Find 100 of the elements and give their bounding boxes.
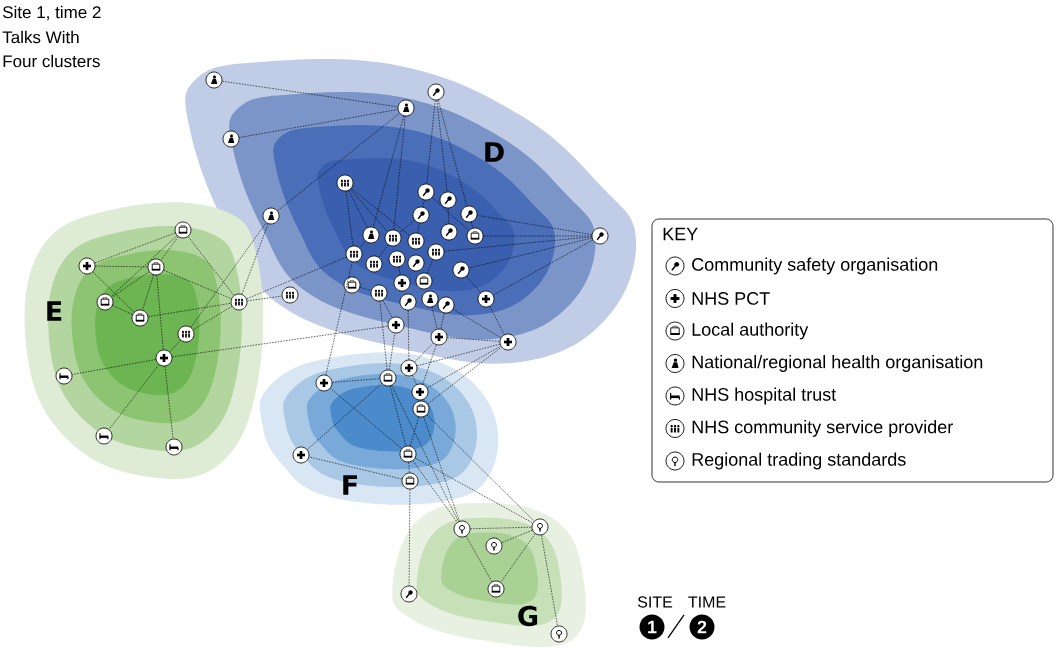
connector [388, 333, 396, 370]
network-node [427, 83, 445, 101]
connector [142, 274, 154, 311]
connector [466, 276, 481, 293]
network-node [315, 374, 333, 392]
connector [427, 345, 501, 389]
connector [541, 534, 558, 626]
network-node [384, 229, 402, 247]
connector [164, 366, 174, 439]
network-node [387, 316, 405, 334]
network-node [336, 174, 354, 192]
network-node [401, 472, 419, 490]
network-node [499, 333, 517, 351]
network-node [407, 232, 425, 250]
network-node [487, 580, 505, 598]
connector [410, 416, 419, 447]
connector [422, 344, 437, 385]
network-node [466, 227, 484, 245]
network-node [485, 537, 503, 555]
network-node [165, 438, 183, 456]
connector [489, 306, 505, 335]
time-label: TIME [688, 596, 726, 608]
connector [470, 221, 474, 229]
connector [72, 359, 157, 375]
network-node [412, 206, 430, 224]
connector [398, 266, 401, 276]
connector [239, 109, 399, 138]
cluster-region: E [24, 202, 264, 479]
connector [350, 189, 388, 232]
cluster-region: G [392, 502, 586, 648]
network-node [412, 400, 430, 418]
cluster-region: F [259, 352, 499, 505]
connector [423, 416, 460, 522]
connector [187, 236, 235, 296]
connector [332, 378, 380, 383]
connector [172, 325, 388, 358]
network-node [591, 227, 609, 245]
connector [414, 342, 434, 363]
connector [391, 385, 459, 522]
network-node [399, 445, 417, 463]
connector [330, 388, 402, 449]
connector [246, 256, 347, 300]
connector [160, 236, 179, 261]
connector [468, 237, 593, 269]
network-node [370, 284, 388, 302]
network-node [453, 520, 471, 538]
network-node [96, 293, 114, 311]
network-node [95, 427, 113, 445]
connector [379, 301, 388, 370]
connector [393, 116, 406, 230]
network-node [440, 223, 458, 241]
network-node [397, 99, 415, 117]
connector [307, 383, 383, 450]
connector [493, 239, 593, 296]
connector [408, 489, 411, 586]
network-node [439, 191, 457, 209]
network-node [262, 207, 280, 225]
network-node [388, 250, 406, 268]
network-node [393, 274, 411, 292]
connector [470, 526, 532, 530]
connector [345, 191, 354, 246]
network-node [155, 349, 173, 367]
network-node [147, 258, 165, 276]
connector [348, 190, 368, 228]
connector [325, 261, 353, 376]
connector [95, 265, 148, 268]
network-node [343, 276, 361, 294]
connector [241, 223, 269, 295]
connector [447, 208, 450, 224]
connector [111, 271, 150, 298]
connector [415, 457, 533, 524]
connector [436, 100, 448, 192]
network-node [205, 71, 223, 89]
network-node [230, 293, 248, 311]
connector [156, 275, 164, 350]
connector [192, 306, 233, 330]
network-node [55, 367, 73, 385]
connector [483, 235, 592, 237]
connector [465, 536, 493, 582]
legend-text: National/regional health organisation [692, 355, 983, 372]
network-node [460, 205, 478, 223]
legend-text: NHS PCT [692, 292, 770, 305]
connector [359, 240, 366, 249]
connector [417, 222, 420, 234]
connector [501, 529, 533, 544]
network-node [407, 254, 425, 272]
connector [444, 236, 592, 252]
connector [408, 462, 410, 473]
connector [452, 309, 502, 338]
network-node [400, 585, 418, 603]
connector [447, 337, 500, 342]
network-node [477, 290, 495, 308]
connector [92, 271, 135, 313]
connector [437, 99, 468, 207]
connector [389, 385, 407, 447]
connector [399, 220, 415, 233]
connector [190, 222, 267, 328]
connector [277, 112, 400, 212]
network-node [362, 226, 380, 244]
connector [372, 115, 405, 228]
